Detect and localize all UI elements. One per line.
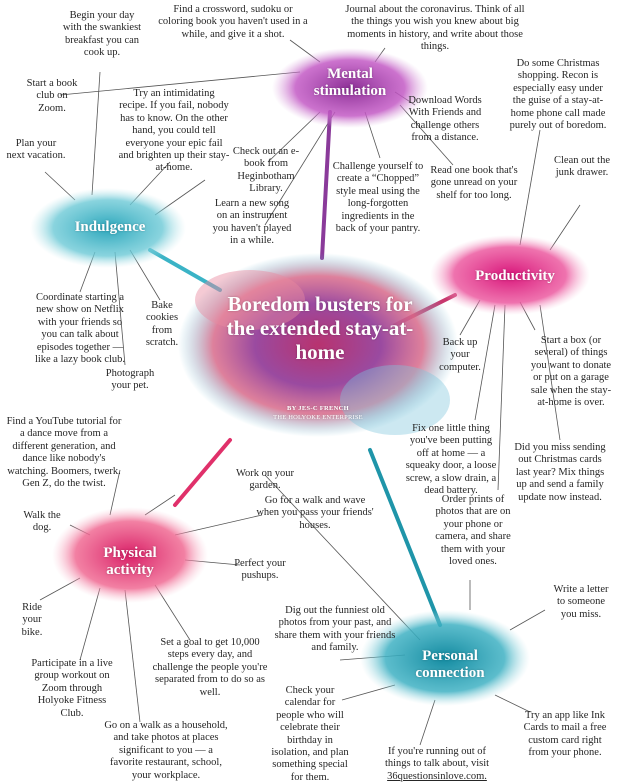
connector bbox=[109, 469, 121, 516]
note-christmas-cards: Did you miss sending out Christmas cards… bbox=[514, 442, 606, 503]
connector bbox=[114, 251, 126, 366]
note-chopped: Challenge yourself to create a “Chopped”… bbox=[332, 161, 424, 234]
note-birthday: Check your calendar for people who will … bbox=[271, 685, 349, 783]
connector bbox=[264, 111, 336, 226]
note-read-book: Read one book that's gone unread on your… bbox=[430, 165, 518, 201]
connector bbox=[59, 71, 301, 96]
byline: BY JES-C FRENCH bbox=[286, 405, 350, 412]
mental-blob bbox=[272, 48, 428, 128]
note-vacation: Plan your next vacation. bbox=[6, 138, 66, 162]
mental-link-bar bbox=[320, 110, 332, 260]
questions-link[interactable]: 36questionsinlove.com. bbox=[387, 770, 487, 782]
note-donate: Start a box (or several) of things you w… bbox=[530, 335, 612, 408]
note-workout: Participate in a live group workout on Z… bbox=[31, 658, 113, 719]
connector bbox=[519, 129, 541, 246]
connector bbox=[91, 71, 101, 196]
category-productivity: Productivity bbox=[475, 268, 555, 284]
note-book-club: Start a book club on Zoom. bbox=[26, 78, 78, 114]
note-ink-cards: Try an app like Ink Cards to mail a free… bbox=[523, 710, 607, 759]
note-household-walk: Go on a walk as a household, and take ph… bbox=[104, 720, 228, 781]
category-indulgence: Indulgence bbox=[74, 219, 146, 235]
title-blob bbox=[178, 253, 458, 437]
connector bbox=[539, 304, 561, 441]
note-song: Learn a new song on an instrument you ha… bbox=[212, 198, 292, 247]
questions-prefix: If you're running out of things to talk … bbox=[384, 746, 490, 770]
note-netflix: Coordinate starting a new show on Netfli… bbox=[34, 292, 126, 365]
note-breakfast: Begin your day with the swankiest breakf… bbox=[62, 10, 142, 59]
personal-link-bar bbox=[368, 448, 442, 627]
note-old-photos: Dig out the funniest old photos from you… bbox=[274, 605, 396, 654]
connector bbox=[509, 609, 546, 631]
note-journal: Journal about the coronavirus. Think of … bbox=[345, 4, 525, 53]
physical-link-bar bbox=[173, 438, 232, 507]
category-personal: Personal connection bbox=[415, 648, 485, 682]
note-junk-drawer: Clean out the junk drawer. bbox=[554, 155, 610, 179]
note-recipe: Try an intimidating recipe. If you fail,… bbox=[118, 88, 230, 174]
indulgence-blob bbox=[30, 188, 186, 268]
note-words-with-friends: Download Words With Friends and challeng… bbox=[408, 95, 482, 144]
category-mental: Mental stimulation bbox=[313, 66, 387, 100]
note-prints: Order prints of photos that are on your … bbox=[435, 494, 511, 567]
note-walk-dog: Walk the dog. bbox=[23, 510, 61, 534]
publication: THE HOLYOKE ENTERPRISE bbox=[273, 414, 363, 421]
connector bbox=[497, 304, 506, 491]
connector bbox=[494, 694, 531, 713]
note-backup: Back up your computer. bbox=[439, 337, 481, 373]
note-questions: If you're running out of things to talk … bbox=[374, 746, 500, 783]
connector bbox=[399, 104, 454, 166]
note-christmas-shopping: Do some Christmas shopping. Recon is esp… bbox=[509, 58, 607, 131]
connector bbox=[264, 474, 421, 641]
note-cookies: Bake cookies from scratch. bbox=[145, 300, 179, 349]
connector bbox=[124, 589, 141, 723]
note-walk-wave: Go for a walk and wave when you pass you… bbox=[256, 495, 374, 531]
note-youtube: Find a YouTube tutorial for a dance move… bbox=[6, 416, 122, 489]
note-pet: Photograph your pet. bbox=[105, 368, 155, 392]
note-crossword: Find a crossword, sudoku or coloring boo… bbox=[158, 4, 308, 40]
note-letter: Write a letter to someone you miss. bbox=[553, 584, 609, 620]
connector bbox=[79, 587, 101, 661]
main-title: Boredom busters for the extended stay-at… bbox=[226, 292, 414, 365]
note-fix-thing: Fix one little thing you've been putting… bbox=[405, 423, 497, 496]
note-bike: Ride your bike. bbox=[21, 602, 43, 638]
physical-blob bbox=[52, 507, 208, 603]
productivity-blob bbox=[430, 235, 590, 315]
connector bbox=[419, 699, 436, 746]
note-steps: Set a goal to get 10,000 steps every day… bbox=[152, 637, 268, 698]
category-physical: Physical activity bbox=[103, 545, 157, 579]
note-ebook: Check out an e-book from Heginbotham Lib… bbox=[232, 146, 300, 195]
note-garden: Work on your garden. bbox=[235, 468, 295, 492]
personal-blob bbox=[360, 610, 530, 706]
note-pushups: Perfect your pushups. bbox=[234, 558, 286, 582]
connector bbox=[474, 304, 496, 421]
